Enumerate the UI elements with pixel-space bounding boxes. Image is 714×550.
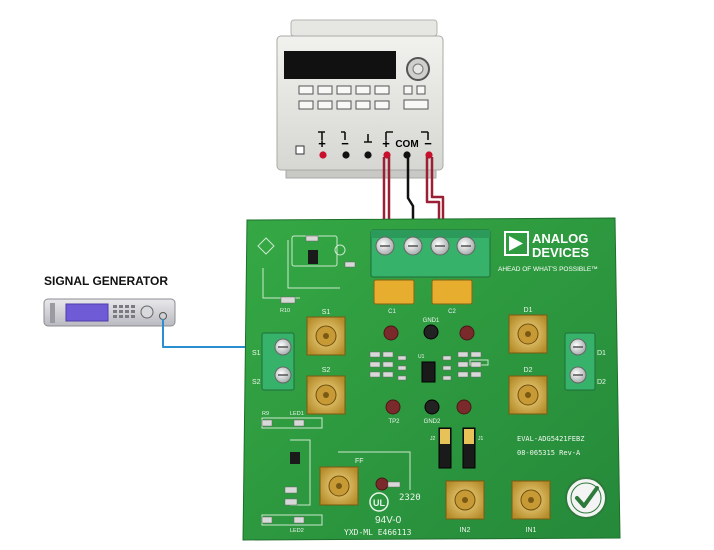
jack-black-com	[403, 151, 411, 159]
silk-d1: D1	[597, 350, 606, 357]
silk-in1: IN1	[526, 527, 537, 534]
silk-r10: R10	[280, 308, 290, 314]
sma-connector-s2	[306, 375, 346, 415]
screw-terminal-s	[261, 332, 295, 391]
silk-in2: IN2	[460, 527, 471, 534]
silk-d1-conn: D1	[524, 307, 533, 314]
silk-led1: LED1	[290, 411, 304, 417]
silk-j1: J1	[478, 436, 484, 442]
svg-text:AHEAD OF WHAT'S POSSIBLE™: AHEAD OF WHAT'S POSSIBLE™	[498, 266, 598, 273]
silk-j2: J2	[430, 436, 436, 442]
jack-black-1	[342, 151, 350, 159]
silk-s2: S2	[252, 379, 261, 386]
silk-s2-conn: S2	[322, 367, 331, 374]
svg-text:DEVICES: DEVICES	[532, 245, 589, 260]
eval-board: ANALOG DEVICES AHEAD OF WHAT'S POSSIBLE™…	[242, 217, 621, 541]
power-supply: + − + COM −	[276, 19, 444, 179]
signal-generator-screen	[65, 303, 109, 322]
jack-black-2	[364, 151, 372, 159]
ic-u1	[421, 361, 436, 383]
silk-part-number: EVAL-ADG5421FEBZ	[517, 435, 584, 443]
silk-tp2: TP2	[388, 419, 400, 425]
jack-red-1	[319, 151, 327, 159]
power-switch-icon	[295, 145, 305, 155]
wire-blue-signal	[162, 319, 285, 348]
power-terminal-block	[370, 229, 491, 278]
sma-connector-in2	[445, 480, 485, 520]
silk-s1: S1	[252, 350, 261, 357]
ul-mark-icon: UL	[369, 492, 389, 512]
jack-red-3	[425, 151, 433, 159]
screw-terminal-d	[564, 332, 596, 391]
silk-led2: LED2	[290, 528, 304, 534]
silk-ul-code: 94V-0	[375, 515, 402, 526]
signal-generator: SIGNAL GENERATOR	[43, 274, 176, 327]
silk-gnd1: GND1	[423, 318, 440, 324]
jack-red-2	[383, 151, 391, 159]
svg-text:C2: C2	[448, 309, 456, 315]
terminal-label-minus-2: −	[424, 136, 432, 151]
power-supply-display	[284, 51, 396, 79]
analog-devices-logo: ANALOG DEVICES AHEAD OF WHAT'S POSSIBLE™	[498, 231, 598, 273]
silk-ul-id: YXD-ML E466113	[344, 528, 412, 537]
sma-connector-s1	[306, 316, 346, 356]
silk-d2: D2	[597, 379, 606, 386]
silk-revision: 08-065315 Rev-A	[517, 449, 581, 457]
terminal-label-plus-1: +	[318, 136, 326, 151]
svg-text:ANALOG: ANALOG	[532, 231, 588, 246]
svg-text:UL: UL	[373, 498, 385, 508]
sma-connector-d2	[508, 375, 548, 415]
terminal-label-minus-1: −	[341, 136, 349, 151]
silk-gnd2: GND2	[424, 419, 441, 425]
capacitor-c2	[431, 279, 473, 305]
sma-connector-in1	[511, 480, 551, 520]
signal-generator-knob	[140, 305, 154, 319]
sma-connector-d1	[508, 314, 548, 354]
capacitor-c1	[373, 279, 415, 305]
silk-d2-conn: D2	[524, 367, 533, 374]
silk-u1: U1	[418, 354, 425, 360]
test-points	[375, 324, 475, 491]
rohs-check-badge-icon	[565, 477, 607, 519]
power-supply-buttons	[298, 85, 429, 110]
jumper-block	[438, 427, 476, 469]
silk-date-code: 2320	[399, 493, 421, 503]
silk-ff: FF	[355, 458, 364, 465]
silk-r9: R9	[262, 411, 269, 417]
svg-text:C1: C1	[388, 309, 396, 315]
sma-connector-ff	[319, 466, 359, 506]
terminal-label-com: COM	[395, 139, 418, 150]
signal-generator-label: SIGNAL GENERATOR	[44, 274, 168, 288]
terminal-label-plus-2: +	[382, 136, 390, 151]
silk-s1-conn: S1	[322, 309, 331, 316]
